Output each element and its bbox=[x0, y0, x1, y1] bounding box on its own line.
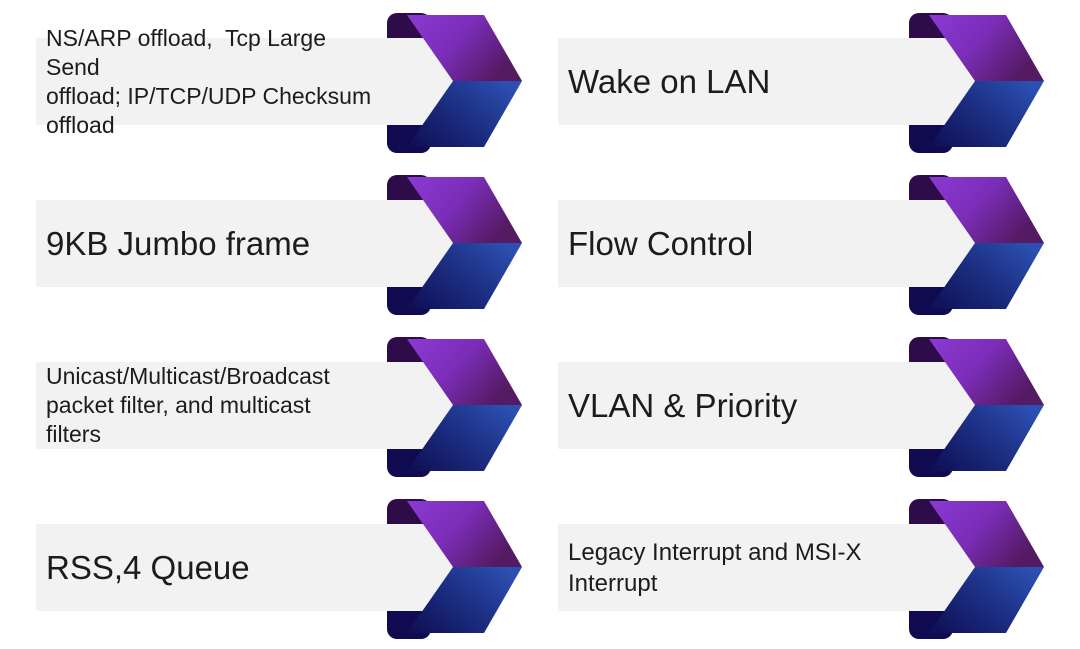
feature-item-flow-control: Flow Control bbox=[558, 170, 1050, 318]
feature-label: NS/ARP offload, Tcp Large Send offload; … bbox=[46, 24, 372, 138]
feature-label: Unicast/Multicast/Broadcast packet filte… bbox=[46, 363, 330, 447]
chevron-right-icon bbox=[905, 13, 1044, 153]
chevron-right-icon bbox=[905, 499, 1044, 639]
chevron-right-icon bbox=[383, 337, 522, 477]
feature-item-packet-filter: Unicast/Multicast/Broadcast packet filte… bbox=[36, 332, 528, 480]
feature-bar: Legacy Interrupt and MSI-X Interrupt bbox=[558, 524, 908, 611]
chevron-right-icon bbox=[905, 337, 1044, 477]
chevron-right-icon bbox=[905, 175, 1044, 315]
feature-bar: Wake on LAN bbox=[558, 38, 908, 125]
feature-bar: 9KB Jumbo frame bbox=[36, 200, 386, 287]
feature-label: RSS,4 Queue bbox=[46, 548, 250, 586]
feature-bar: NS/ARP offload, Tcp Large Send offload; … bbox=[36, 25, 386, 138]
feature-label: Legacy Interrupt and MSI-X Interrupt bbox=[568, 538, 862, 597]
chevron-right-icon bbox=[383, 13, 522, 153]
feature-bar: RSS,4 Queue bbox=[36, 524, 386, 611]
feature-bar: Unicast/Multicast/Broadcast packet filte… bbox=[36, 362, 386, 449]
feature-item-wake-on-lan: Wake on LAN bbox=[558, 8, 1050, 156]
feature-item-vlan-priority: VLAN & Priority bbox=[558, 332, 1050, 480]
feature-item-offload: NS/ARP offload, Tcp Large Send offload; … bbox=[36, 8, 528, 156]
chevron-right-icon bbox=[383, 175, 522, 315]
feature-label: Wake on LAN bbox=[568, 62, 771, 100]
feature-item-rss-queue: RSS,4 Queue bbox=[36, 494, 528, 642]
chevron-right-icon bbox=[383, 499, 522, 639]
feature-bar: VLAN & Priority bbox=[558, 362, 908, 449]
feature-label: VLAN & Priority bbox=[568, 386, 798, 424]
feature-label: Flow Control bbox=[568, 224, 754, 262]
feature-bar: Flow Control bbox=[558, 200, 908, 287]
feature-label: 9KB Jumbo frame bbox=[46, 224, 311, 262]
feature-item-interrupt: Legacy Interrupt and MSI-X Interrupt bbox=[558, 494, 1050, 642]
feature-item-jumbo-frame: 9KB Jumbo frame bbox=[36, 170, 528, 318]
